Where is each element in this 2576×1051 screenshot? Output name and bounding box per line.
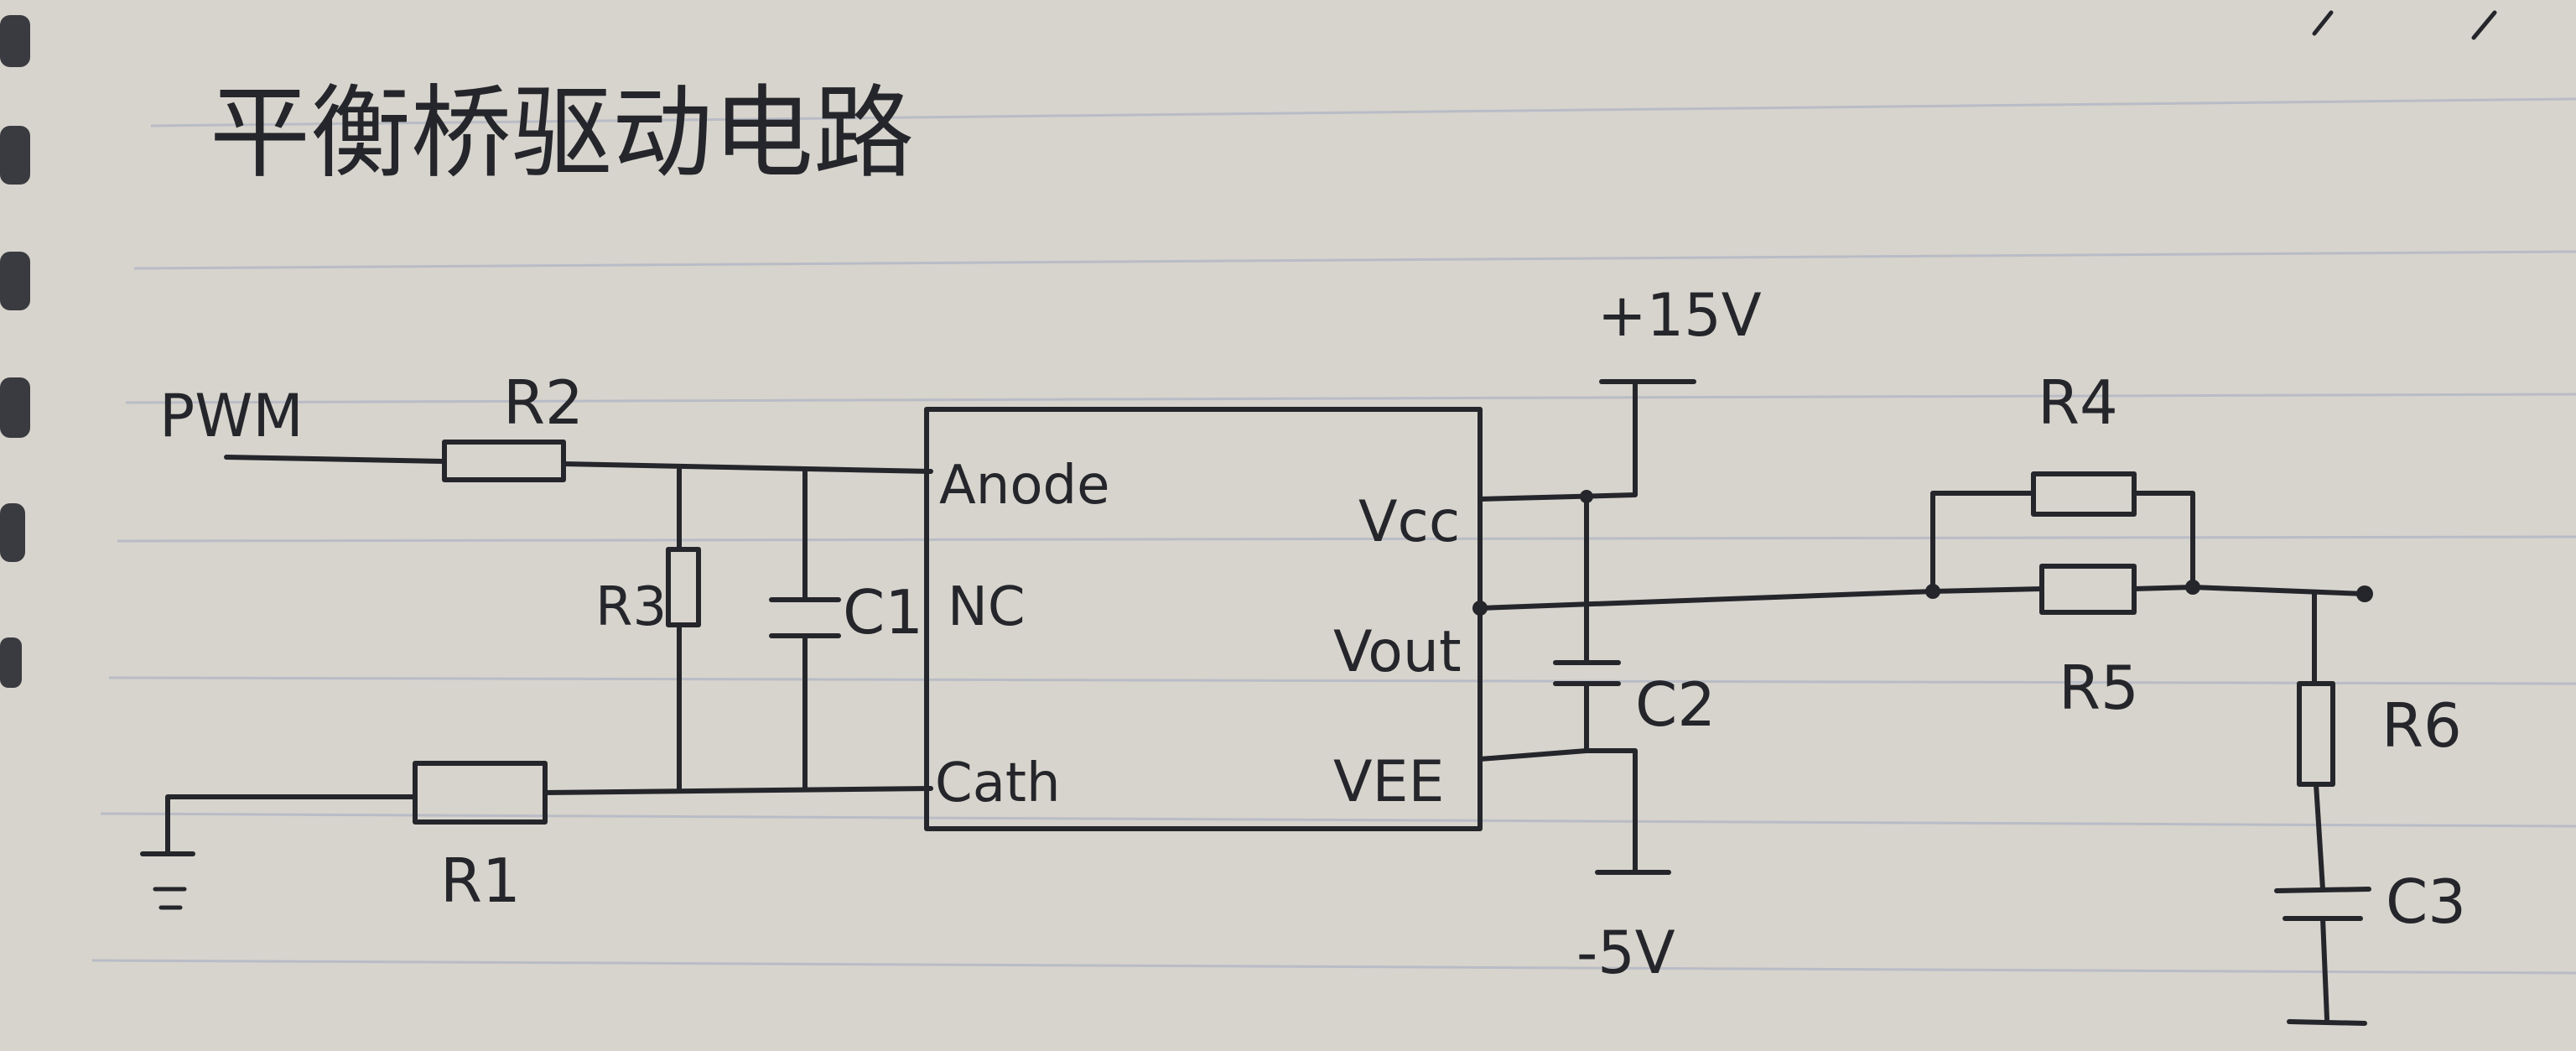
wire-output: [2190, 585, 2367, 596]
output-terminal: [2356, 585, 2373, 602]
optocoupler-chip: [924, 407, 1483, 831]
wire-vout: [1478, 589, 1935, 611]
page-title: 平衡桥驱动电路: [210, 75, 914, 192]
label-c1: C1: [843, 577, 923, 648]
label-r3: R3: [595, 576, 667, 638]
wire-vcc: [1478, 379, 1638, 502]
spiral-binding: [0, 15, 30, 688]
wire-vee: [1478, 748, 1638, 875]
ruled-lines: [91, 97, 2576, 975]
label-r4: R4: [2038, 367, 2118, 438]
wire-r6-c3: [2314, 782, 2325, 892]
label-c3: C3: [2386, 866, 2466, 937]
ground-icon: [140, 851, 195, 910]
wire-r5-right: [2132, 585, 2195, 591]
wire-ground-r1: [165, 794, 418, 854]
label-c2: C2: [1635, 669, 1716, 740]
pin-vee: VEE: [1333, 749, 1444, 815]
wire-r1-cath: [543, 786, 933, 795]
resistor-r3: [666, 547, 701, 627]
pin-vcc: Vcc: [1358, 489, 1460, 555]
pin-vout: Vout: [1333, 619, 1462, 685]
stray-marks: [2312, 10, 2497, 40]
wire-c3-ground: [2320, 916, 2329, 1022]
label-r5: R5: [2059, 653, 2139, 723]
resistor-r2: [442, 440, 566, 482]
label-r2: R2: [503, 367, 584, 438]
capacitor-c3-plate-top: [2274, 887, 2371, 893]
label-r6: R6: [2381, 690, 2462, 761]
wire-r5-left: [1930, 586, 2044, 594]
label-minus-5v: -5V: [1576, 918, 1675, 987]
pin-nc: NC: [948, 576, 1026, 638]
label-r1: R1: [440, 845, 521, 916]
label-pwm: PWM: [159, 382, 304, 450]
wire-pwm-r2: [224, 455, 447, 464]
wire-r4-left: [1930, 491, 2036, 594]
ground-icon: [2287, 1019, 2367, 1026]
wire-r4-right: [2132, 491, 2195, 590]
pin-cath: Cath: [935, 752, 1061, 814]
pin-anode: Anode: [939, 455, 1110, 517]
wire-r2-anode: [561, 461, 933, 474]
label-plus-15v: +15V: [1597, 281, 1762, 350]
